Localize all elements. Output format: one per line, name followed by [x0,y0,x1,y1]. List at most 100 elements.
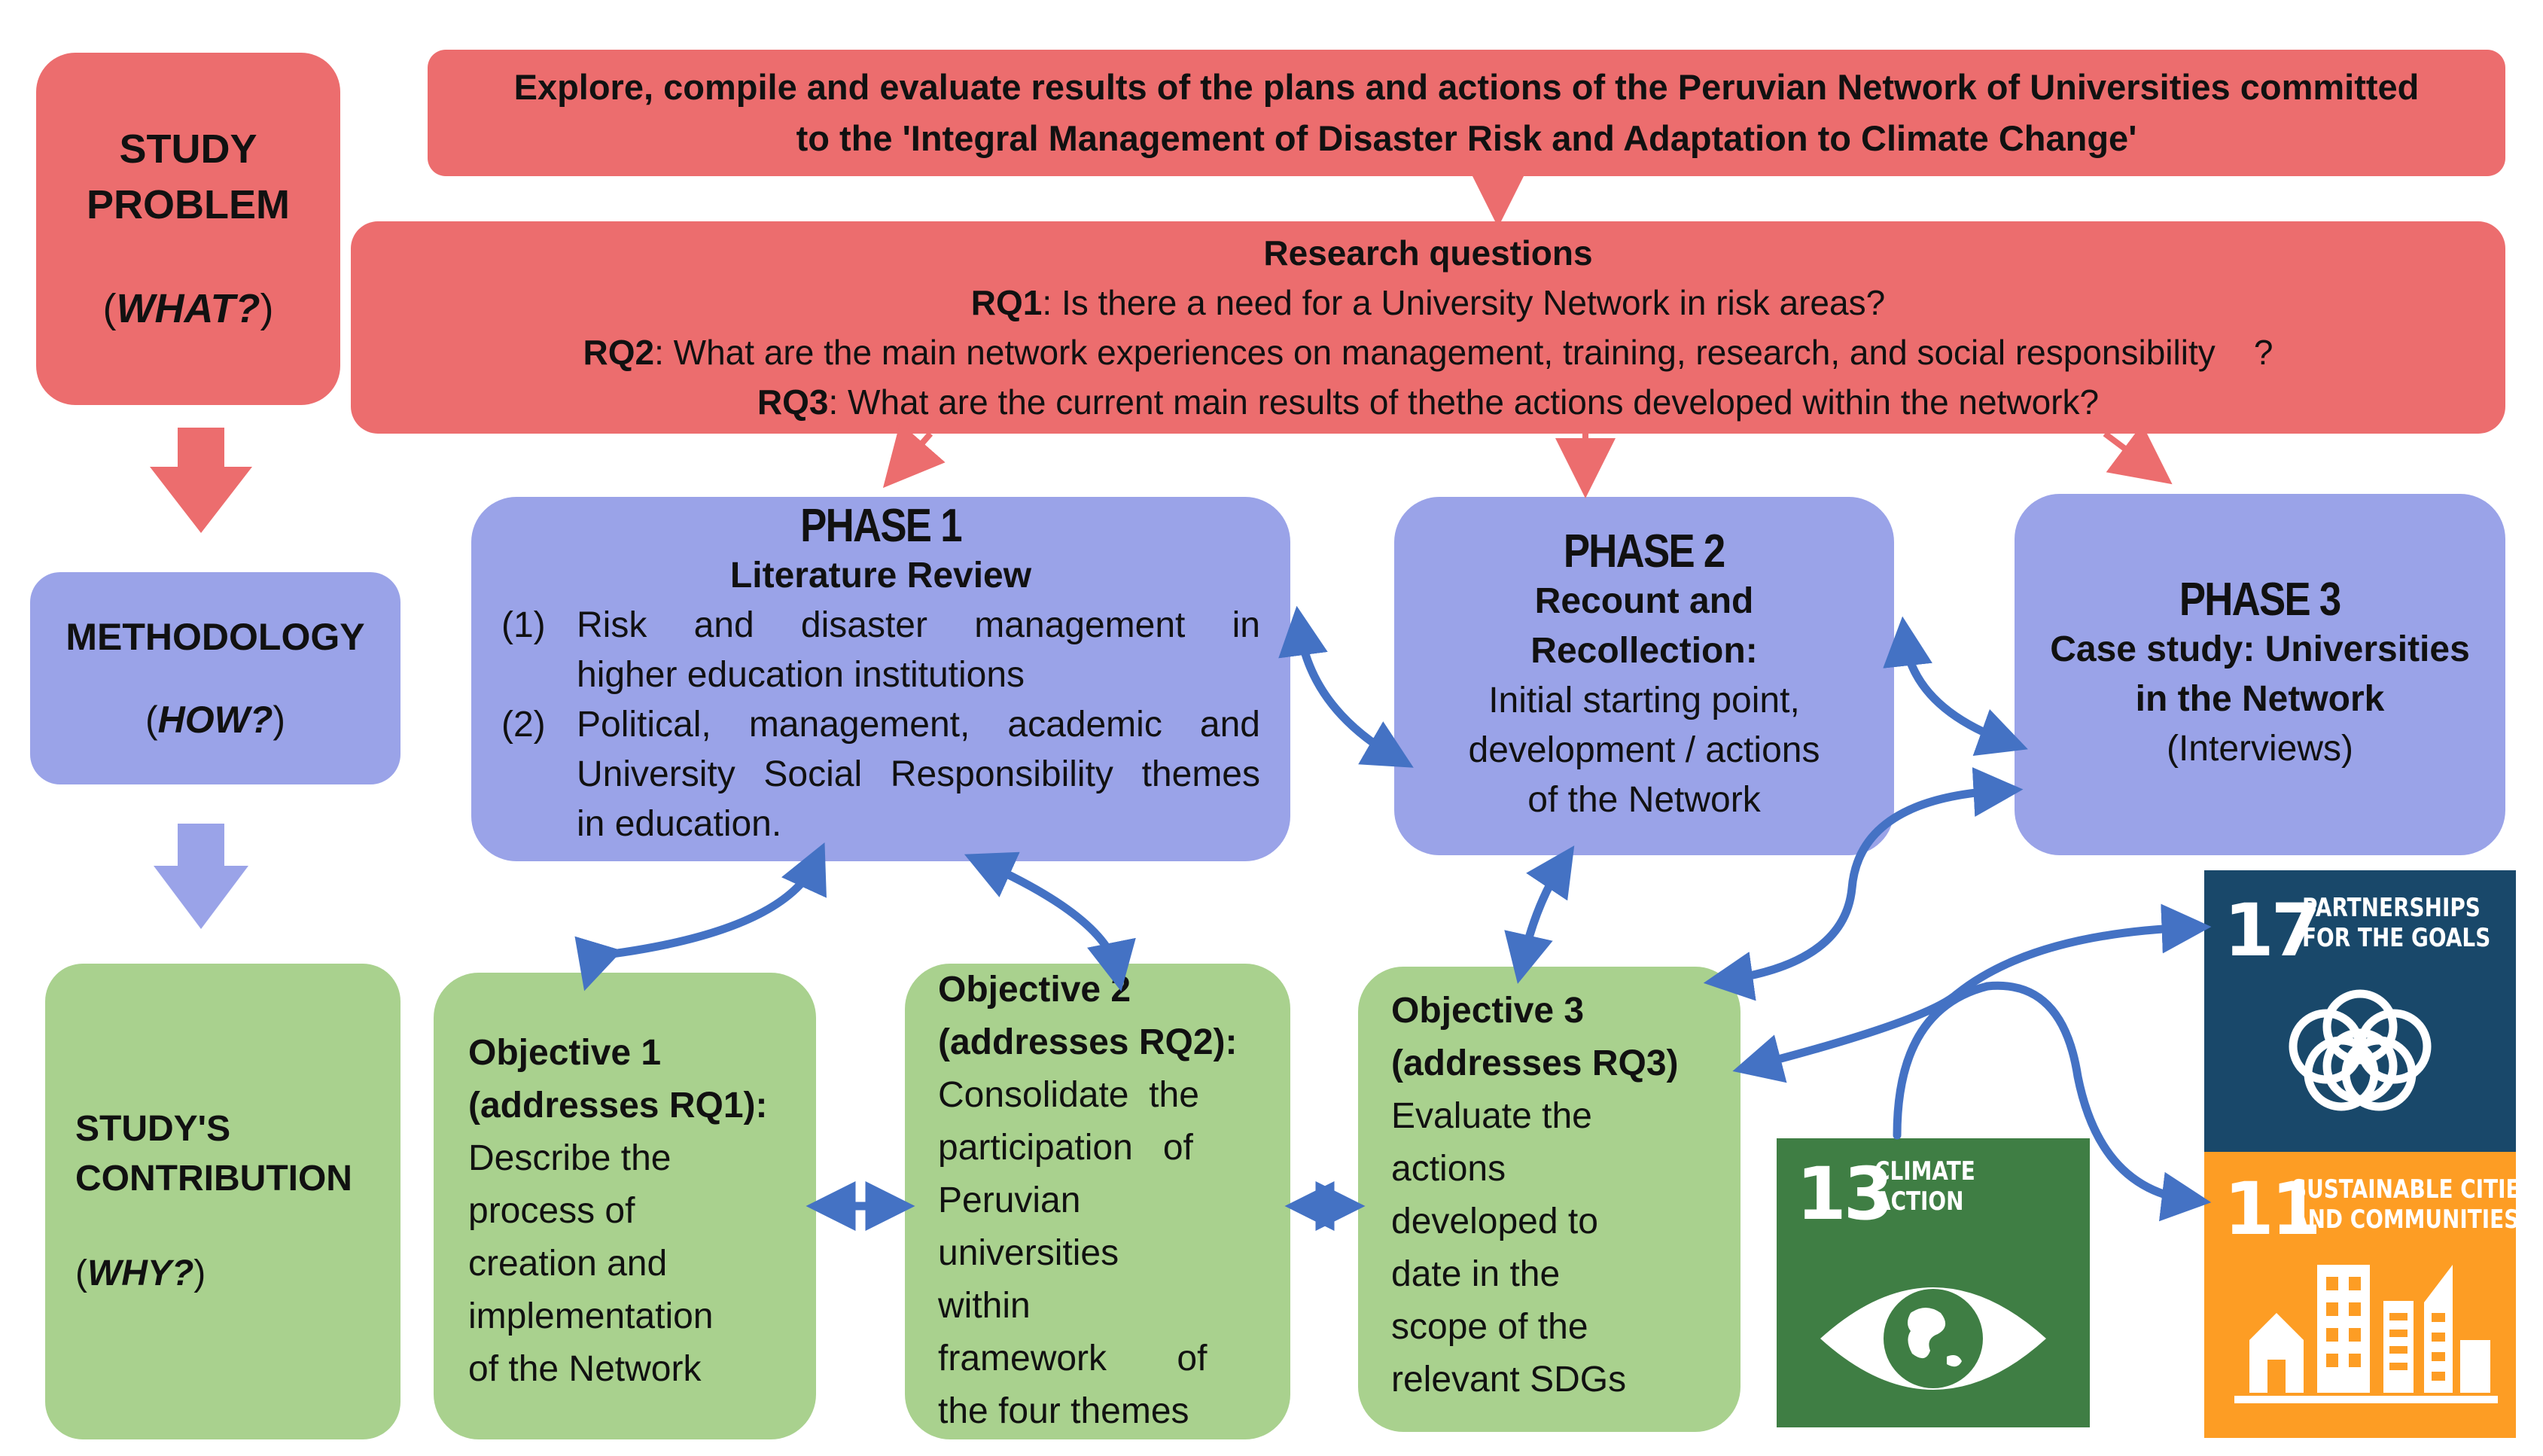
objective1-box: Objective 1 (addresses RQ1): Describe th… [434,973,816,1439]
sdg17-number: 17 [2224,888,2322,973]
sdg11-label-line2: AND COMMUNITIES [2292,1205,2520,1235]
phase1-objective1-link [574,842,827,991]
objective3-line2: actions [1391,1149,1506,1189]
phase1-title: PHASE 1 [800,500,962,552]
methodology-box: METHODOLOGY (HOW?) [30,572,400,784]
sdg13-link [1893,982,1992,1140]
study-problem-line2: PROBLEM [87,182,290,227]
contribution-box: STUDY'S CONTRIBUTION (WHY?) [45,964,400,1439]
phase2-body-line1: Initial starting point, [1488,681,1800,720]
objective3-line1: Evaluate the [1391,1096,1592,1136]
rq2-text: : What are the main network experiences … [654,333,2273,372]
objective3-sub: (addresses RQ3) [1391,1043,1679,1083]
rq1-text: : Is there a need for a University Netwo… [1042,283,1886,322]
study-problem-box: STUDY PROBLEM (WHAT?) [36,53,340,405]
objective1-line3: creation and [468,1244,668,1284]
rq2-line: RQ2: What are the main network experienc… [583,327,2273,377]
objective1-title: Objective 1 [468,1033,662,1073]
rq2-label: RQ2 [583,333,655,372]
phase2-box: PHASE 2 Recount and Recollection: Initia… [1394,497,1894,855]
objective1-sub: (addresses RQ1): [468,1086,768,1126]
rq3-line: RQ3: What are the current main results o… [757,377,2099,427]
contribution-question: WHY? [87,1253,194,1293]
objective1-line4: implementation [468,1296,714,1336]
study-problem-line1: STUDY [119,126,257,172]
methodology-label: METHODOLOGY [65,616,365,658]
objective3-title: Objective 3 [1391,991,1585,1031]
phase2-title: PHASE 2 [1564,525,1725,577]
phase3-title: PHASE 3 [2179,574,2341,626]
sdg17-tile: 17 PARTNERSHIPS FOR THE GOALS [2204,870,2516,1152]
research-questions-title: Research questions [1263,233,1593,273]
phase2-objective3-link [1504,845,1575,984]
rq1-line: RQ1: Is there a need for a University Ne… [971,278,1885,327]
phase3-subtitle-line2: in the Network [2135,679,2385,719]
arrow-down-purple [154,824,248,929]
sdg17-label-line2: FOR THE GOALS [2302,923,2491,953]
sdg13-label-line1: CLIMATE [1875,1156,1975,1186]
aim-box: Explore, compile and evaluate results of… [428,50,2505,176]
phase1-item1-line1: Risk and disaster management in [577,605,1260,645]
research-questions-box: Research questions RQ1: Is there a need … [351,221,2505,434]
rq3-label: RQ3 [757,382,829,422]
aim-line2: to the 'Integral Management of Disaster … [796,118,2137,158]
sdg11-label-line1: SUSTAINABLE CITIES [2292,1174,2535,1205]
objective2-line5: within [938,1286,1031,1326]
phase3-box: PHASE 3 Case study: Universities in the … [2015,494,2505,855]
phase1-item2-line2: University Social Responsibility themes [577,754,1260,794]
phase2-body-line2: development / actions [1468,730,1820,770]
phase2-subtitle-line2: Recollection: [1530,631,1758,671]
phase1-item1-num: (1) [501,605,546,645]
methodology-question: HOW? [157,699,273,741]
contribution-line2: CONTRIBUTION [75,1159,352,1199]
sdg17-label-line1: PARTNERSHIPS [2302,893,2481,923]
phase2-phase3-link [1883,616,2028,757]
phase2-subtitle-line1: Recount and [1534,581,1754,621]
objective2-line1: Consolidate the [938,1075,1199,1115]
objective2-line6: framework of [938,1339,1208,1378]
phase1-objective2-link [964,851,1136,991]
objective3-line4: date in the [1391,1254,1561,1294]
objective3-box: Objective 3 (addresses RQ3) Evaluate the… [1358,967,1741,1432]
arrow-down-red [150,428,252,533]
sdg13-tile: 13 CLIMATE ACTION [1777,1138,2090,1427]
rq-to-phase3-arrow [2103,424,2173,485]
rq-to-phase1-arrow [882,422,946,489]
sdg11-tile: 11 SUSTAINABLE CITIES AND COMMUNITIES [2204,1152,2535,1438]
phase3-subtitle-line1: Case study: Universities [2050,629,2470,669]
objective1-line5: of the Network [468,1349,702,1389]
objective2-sub: (addresses RQ2): [938,1022,1238,1062]
objective2-line4: universities [938,1233,1119,1273]
objective2-box: Objective 2 (addresses RQ2): Consolidate… [905,964,1290,1439]
rq3-text: : What are the current main results of t… [828,382,2100,422]
phase1-item2-line3: in education. [577,804,782,844]
phase1-item1-line2: higher education institutions [577,655,1025,695]
objective3-line3: developed to [1391,1202,1598,1241]
objective2-line2: participation of [938,1128,1193,1168]
sdg11-link [1983,981,2212,1222]
contribution-line1: STUDY'S [75,1109,231,1149]
phase1-item2-line1: Political, management, academic and [577,705,1260,745]
study-problem-question: WHAT? [116,286,260,331]
phase1-box: PHASE 1 Literature Review (1) Risk and d… [471,497,1290,861]
aim-line1: Explore, compile and evaluate results of… [513,67,2420,107]
objective2-line7: the four themes [938,1391,1189,1431]
eye-globe-icon [1820,1287,2046,1390]
city-buildings-icon [2234,1265,2498,1403]
phase1-phase2-link [1278,605,1414,768]
objective1-line1: Describe the [468,1138,672,1178]
objective1-line2: process of [468,1191,635,1231]
objective2-line3: Peruvian [938,1180,1081,1220]
phase1-item2-num: (2) [501,705,546,745]
sdg13-label-line2: ACTION [1875,1186,1964,1217]
sdg13-number: 13 [1796,1152,1894,1236]
phase3-body-line1: (Interviews) [2166,729,2354,769]
rq1-label: RQ1 [970,283,1043,322]
sdg11-number: 11 [2224,1167,2322,1251]
objective3-line6: relevant SDGs [1391,1360,1627,1400]
phase3-objective3-link [1703,767,2024,1001]
phase1-subtitle: Literature Review [729,556,1032,595]
interlocking-rings-icon [2289,989,2432,1111]
